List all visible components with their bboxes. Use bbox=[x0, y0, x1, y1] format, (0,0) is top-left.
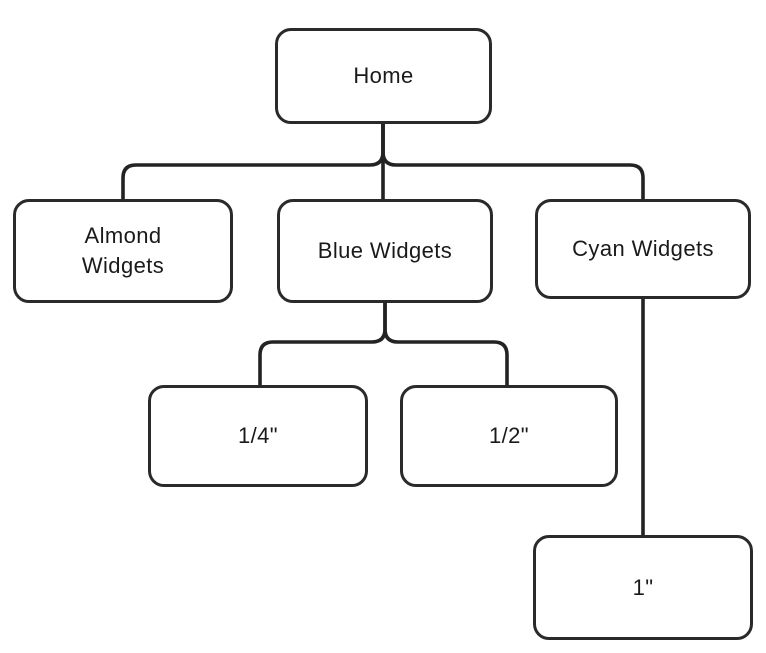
node-home: Home bbox=[275, 28, 492, 124]
edge-blue-quarter bbox=[258, 303, 387, 385]
node-quarter-inch-label: 1/4" bbox=[238, 423, 278, 449]
node-one-inch-label: 1" bbox=[632, 574, 654, 600]
node-almond-widgets: Almond Widgets bbox=[13, 199, 233, 303]
node-quarter-inch: 1/4" bbox=[148, 385, 368, 487]
node-almond-widgets-label: Almond Widgets bbox=[81, 223, 165, 278]
node-cyan-widgets: Cyan Widgets bbox=[535, 199, 751, 299]
node-half-inch: 1/2" bbox=[400, 385, 618, 487]
node-blue-widgets: Blue Widgets bbox=[277, 199, 493, 303]
edge-blue-half bbox=[383, 303, 509, 385]
node-one-inch: 1" bbox=[533, 535, 753, 640]
edge-home-almond bbox=[121, 124, 385, 199]
node-cyan-widgets-label: Cyan Widgets bbox=[572, 236, 714, 262]
node-blue-widgets-label: Blue Widgets bbox=[317, 238, 453, 264]
node-home-label: Home bbox=[353, 63, 414, 89]
edge-home-cyan bbox=[381, 124, 645, 199]
node-half-inch-label: 1/2" bbox=[489, 423, 529, 449]
